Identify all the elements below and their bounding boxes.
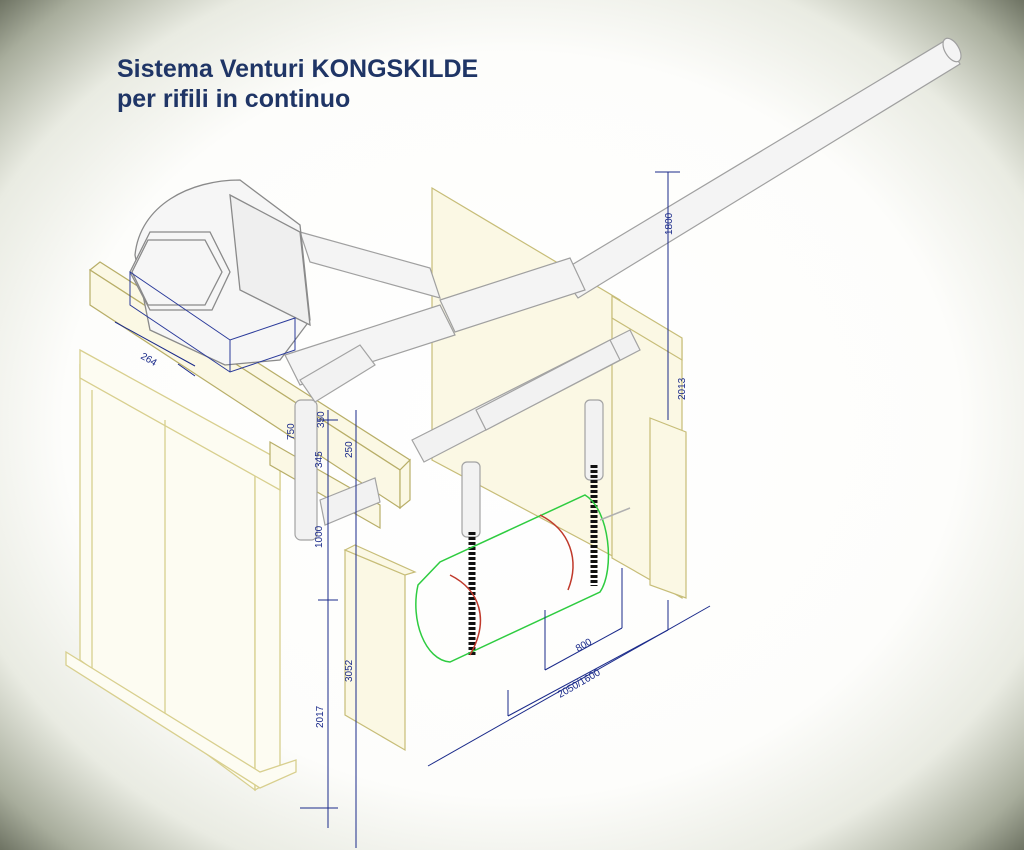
dimension-lines (114, 171, 711, 848)
dim-pipe-750: 750 (286, 423, 297, 440)
dim-roll-length: 2050/1600 (556, 667, 603, 700)
dim-pipe-250: 250 (344, 441, 355, 458)
blower-fan (129, 179, 311, 366)
dim-pipe-345: 345 (314, 451, 325, 468)
dim-base-height: 2017 (315, 705, 326, 728)
dim-roll-width: 800 (574, 637, 594, 655)
title-line-1: Sistema Venturi KONGSKILDE (117, 55, 479, 83)
diagram-title: Sistema Venturi KONGSKILDE per rifili in… (117, 54, 478, 114)
dim-upper-height: 2013 (677, 377, 688, 400)
pipe-network (294, 329, 641, 541)
fan-base-frame (129, 271, 296, 373)
dim-top-height: 1800 (664, 212, 675, 235)
title-line-2: per rifili in continuo (117, 85, 351, 113)
dim-pipe-350: 350 (316, 411, 327, 428)
dim-total-height: 3052 (344, 659, 355, 682)
dim-pipe-1000: 1000 (314, 525, 325, 548)
dim-fan-width: 264 (139, 351, 159, 369)
material-roll (415, 494, 631, 663)
left-cabinet (65, 348, 297, 792)
